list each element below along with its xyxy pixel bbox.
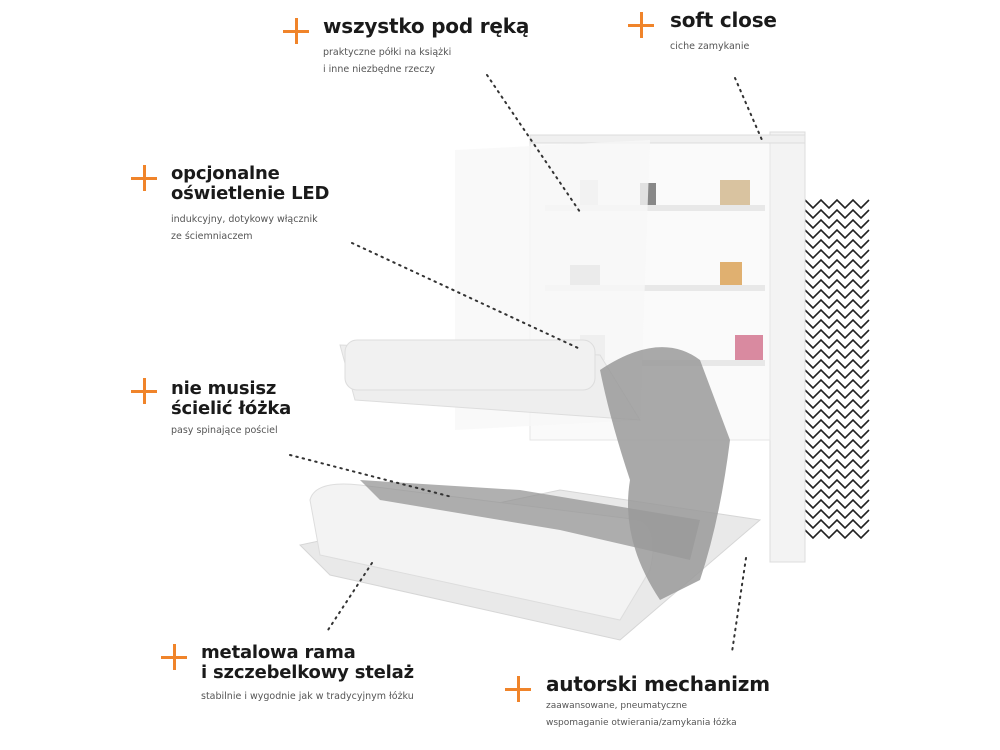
zigzag-row (804, 218, 870, 230)
feature-title: wszystko pod ręką (323, 14, 530, 38)
plus-icon (505, 676, 531, 702)
zigzag-row (804, 428, 870, 440)
zigzag-row (804, 298, 870, 310)
zigzag-row (804, 328, 870, 340)
plus-icon (283, 18, 309, 44)
zigzag-row (804, 518, 870, 530)
zigzag-pattern (804, 198, 870, 540)
zigzag-row (804, 488, 870, 500)
feature-title: autorski mechanizm (546, 672, 770, 696)
zigzag-row (804, 438, 870, 450)
zigzag-row (804, 508, 870, 520)
feature-title: soft close (670, 8, 777, 32)
zigzag-row (804, 288, 870, 300)
zigzag-row (804, 528, 870, 540)
feature-title: oświetlenie LED (171, 183, 330, 204)
zigzag-row (804, 478, 870, 490)
feature-description: stabilnie i wygodnie jak w tradycyjnym ł… (201, 691, 414, 702)
leader-lines (289, 74, 763, 653)
zigzag-row (804, 458, 870, 470)
zigzag-row (804, 388, 870, 400)
zigzag-row (804, 408, 870, 420)
feature-description: zaawansowane, pneumatyczne (546, 701, 688, 711)
zigzag-row (804, 368, 870, 380)
feature-description: ciche zamykanie (670, 41, 750, 52)
zigzag-row (804, 308, 870, 320)
zigzag-row (804, 398, 870, 410)
zigzag-row (804, 418, 870, 430)
zigzag-row (804, 448, 870, 460)
zigzag-row (804, 238, 870, 250)
feature-title: nie musisz (171, 378, 277, 399)
feature-description: ze ściemniaczem (171, 231, 253, 242)
zigzag-row (804, 498, 870, 510)
zigzag-row (804, 358, 870, 370)
zigzag-row (804, 278, 870, 290)
zigzag-row (804, 348, 870, 360)
zigzag-row (804, 338, 870, 350)
wall-bed-cabinet (298, 131, 806, 641)
zigzag-row (804, 268, 870, 280)
zigzag-row (804, 468, 870, 480)
zigzag-row (804, 258, 870, 270)
zigzag-row (804, 208, 870, 220)
feature-title: metalowa rama (201, 642, 356, 663)
zigzag-row (804, 378, 870, 390)
feature-description: indukcyjny, dotykowy włącznik (171, 214, 318, 225)
plus-icon (161, 644, 187, 670)
plus-icon (131, 378, 157, 404)
feature-description: pasy spinające pościel (171, 425, 278, 436)
feature-title: opcjonalne (171, 163, 280, 184)
feature-description: i inne niezbędne rzeczy (323, 64, 436, 75)
feature-title: i szczebelkowy stelaż (201, 662, 414, 683)
zigzag-row (804, 248, 870, 260)
plus-icon (131, 165, 157, 191)
zigzag-row (804, 228, 870, 240)
zigzag-row (804, 318, 870, 330)
plus-icon (628, 12, 654, 38)
feature-description: praktyczne półki na książki (323, 47, 452, 58)
feature-description: wspomaganie otwierania/zamykania łóżka (546, 718, 737, 728)
feature-title: ścielić łóżka (171, 398, 292, 419)
